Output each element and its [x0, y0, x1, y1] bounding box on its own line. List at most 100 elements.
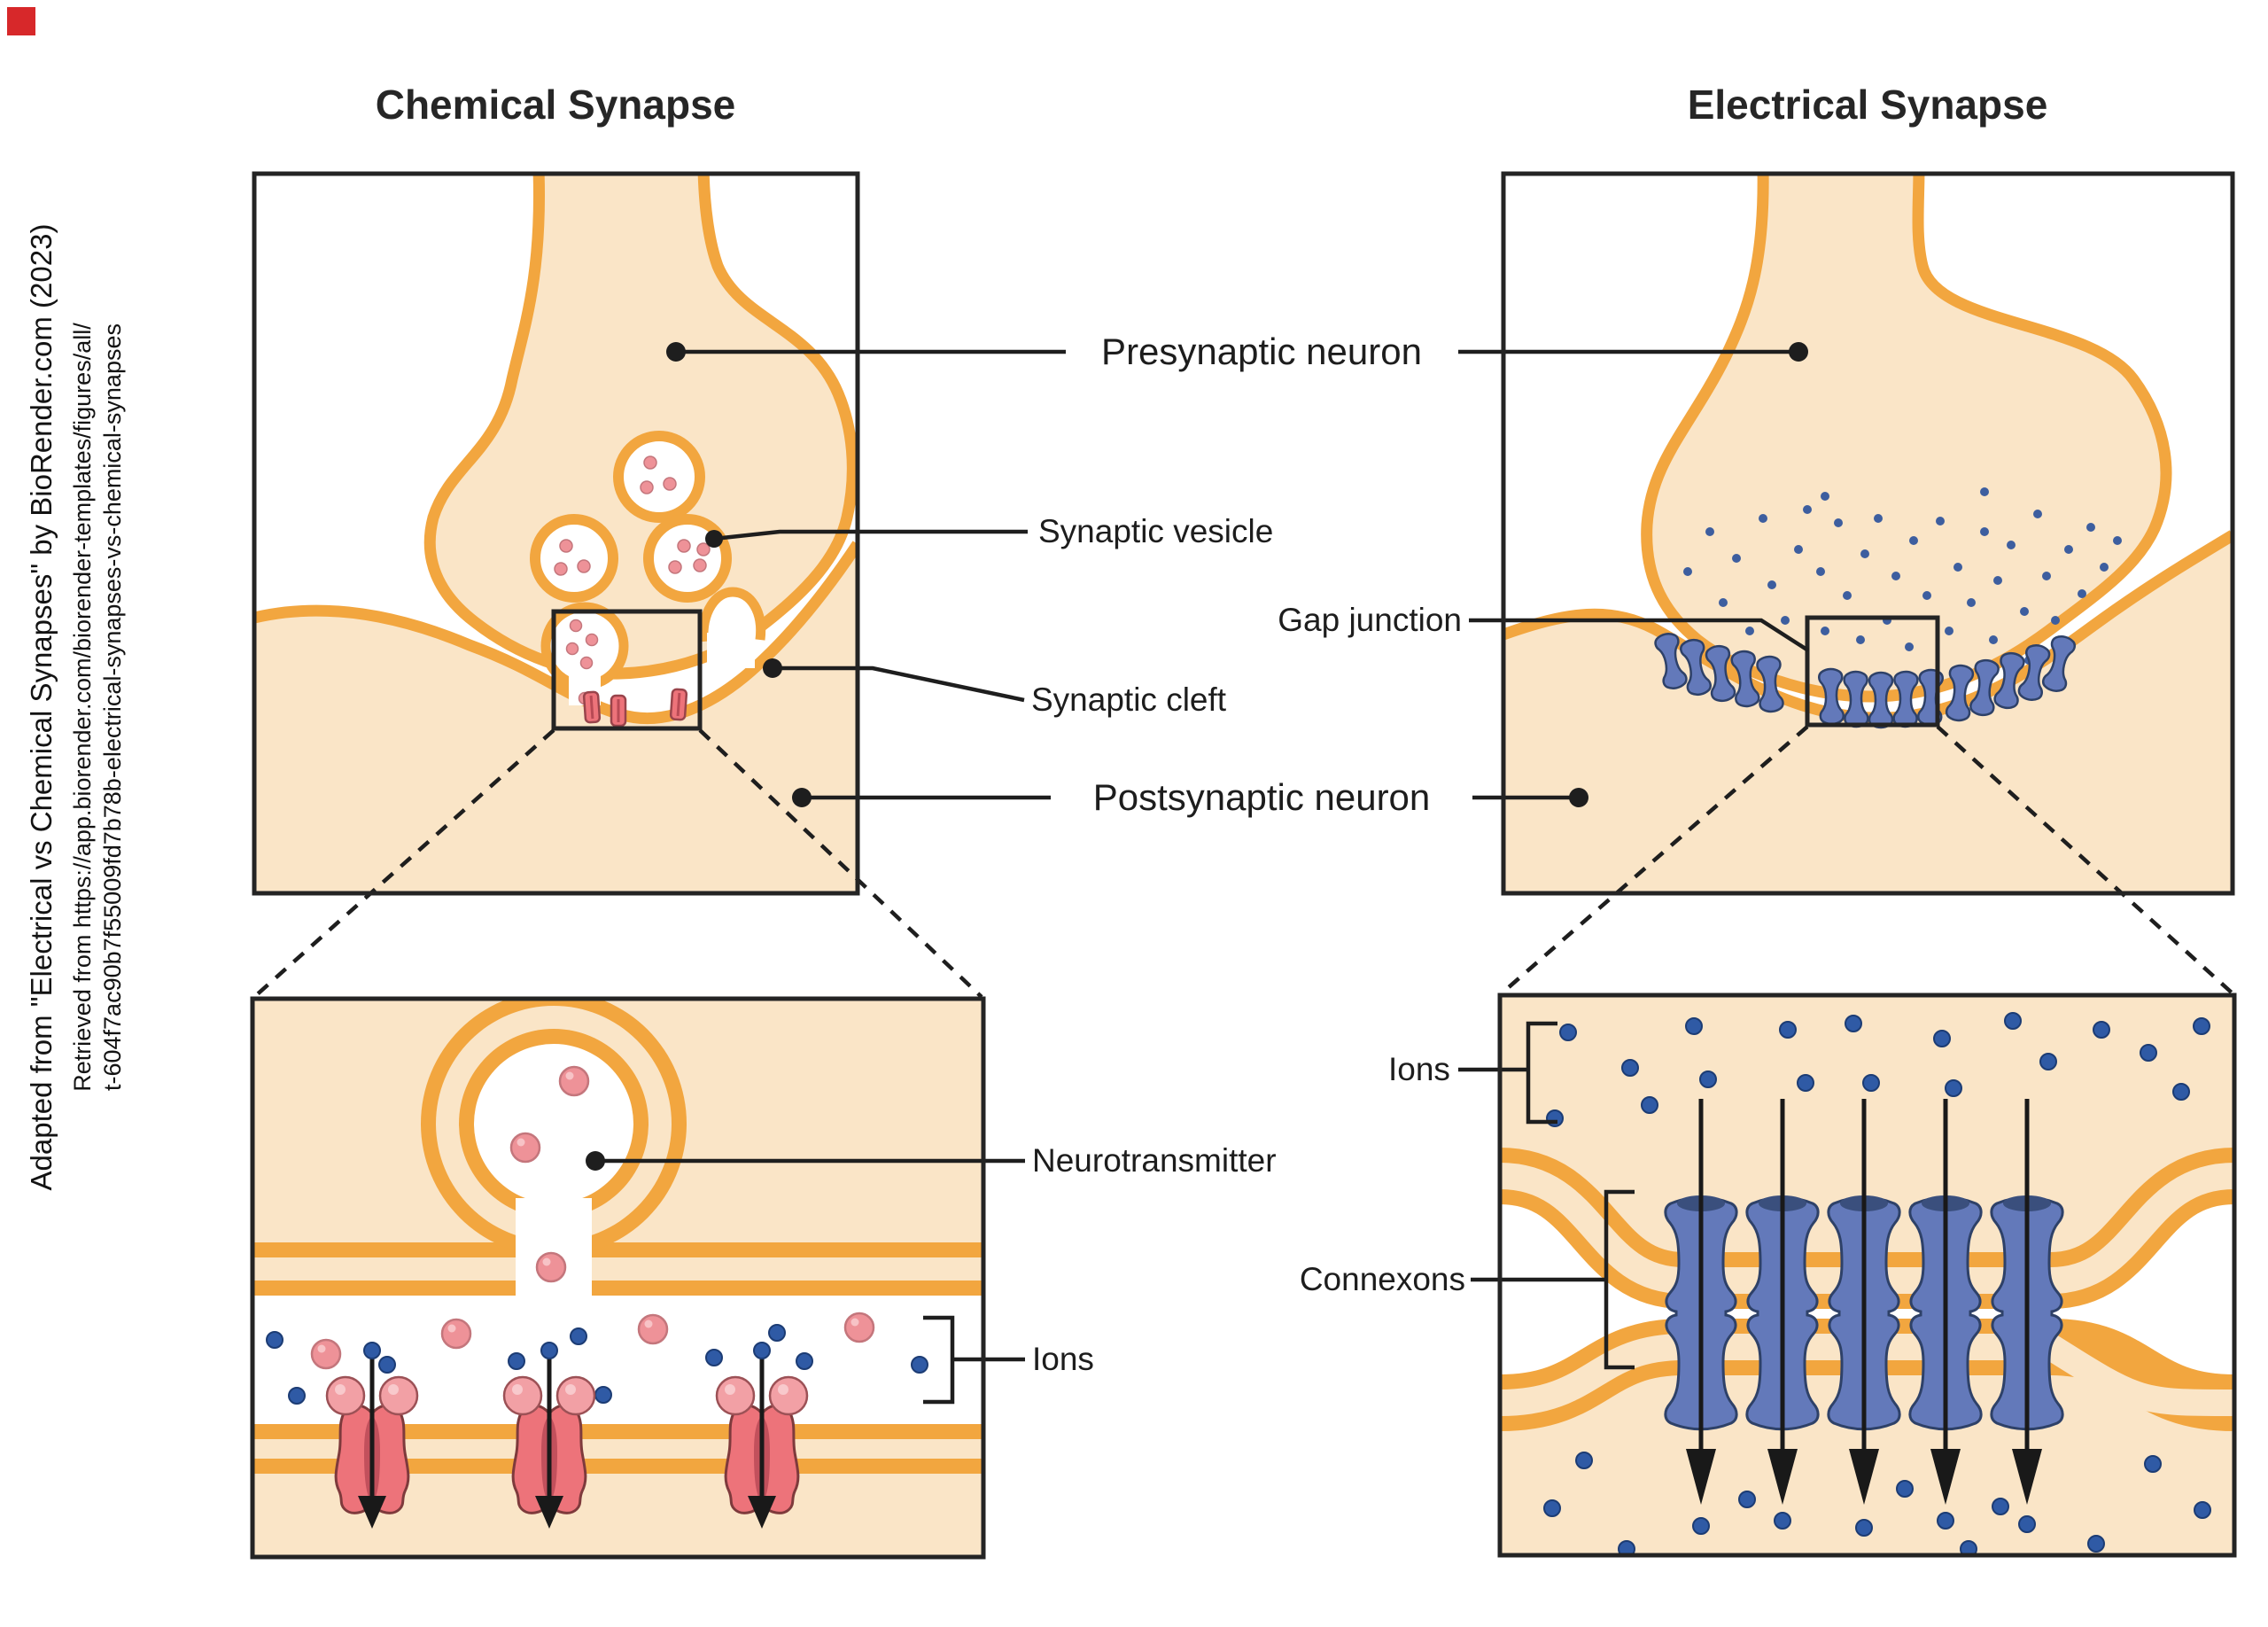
neurotransmitter-dot [668, 560, 682, 574]
ion-dot [378, 1356, 396, 1374]
ion-dot [1692, 1517, 1710, 1535]
ion-speck [1759, 514, 1767, 523]
neurotransmitter-molecule [558, 1065, 590, 1097]
label-connexons: Connexons [1299, 1261, 1465, 1297]
ion-dot [570, 1327, 587, 1345]
ion-dot [2004, 1012, 2022, 1030]
receptor-binding-ball [325, 1375, 366, 1416]
ion-speck [1874, 514, 1883, 523]
ion-speck [1860, 549, 1869, 558]
panel-electrical-overview [1503, 174, 2233, 893]
neurotransmitter-molecule [509, 1132, 541, 1164]
ion-dots-cleft [266, 1324, 928, 1405]
ion-dot [363, 1342, 381, 1359]
neurotransmitter-dot [554, 562, 568, 576]
neurotransmitter-dot [663, 477, 677, 491]
neurotransmitter-molecules [310, 1065, 875, 1370]
ion-flow-arrowhead [748, 1496, 776, 1529]
ion-speck [2078, 589, 2086, 598]
released-neurotransmitter-dots [565, 619, 599, 705]
ion-speck [2033, 510, 2042, 518]
ion-speck [1936, 517, 1945, 525]
synaptic-vesicle [613, 431, 705, 523]
gap-junction-channel [1705, 644, 1736, 703]
neurotransmitter-highlight [542, 1257, 551, 1266]
ball-highlight [725, 1384, 735, 1395]
receptor-stud [669, 688, 688, 721]
ion-dot [1933, 1030, 1951, 1047]
ion-dot [705, 1349, 723, 1366]
neurotransmitter-dot [696, 542, 711, 557]
ball-highlight [512, 1384, 523, 1395]
label-ions-electrical: Ions [1388, 1051, 1450, 1087]
ion-speck [2064, 545, 2073, 554]
neurotransmitter-molecule [310, 1338, 342, 1370]
gap-junction-channel [2041, 635, 2077, 692]
synaptic-vesicle [530, 514, 618, 603]
ion-speck [1945, 627, 1953, 635]
neurotransmitter-highlight [447, 1324, 456, 1333]
ball-highlight [565, 1384, 576, 1395]
ion-dot [1937, 1512, 1954, 1530]
ion-speck [1967, 598, 1976, 607]
ion-speck [2042, 572, 2051, 580]
gap-junction-channel [1654, 633, 1688, 689]
neurotransmitter-dot [559, 539, 573, 553]
ion-speck [1834, 518, 1843, 527]
ion-dot [288, 1387, 306, 1405]
label-gap-junction: Gap junction [1278, 602, 1462, 638]
ball-highlight [778, 1384, 788, 1395]
ions-bracket-electrical [1526, 1021, 1557, 1125]
ion-dot [753, 1342, 771, 1359]
ion-flow-arrowhead [1930, 1449, 1961, 1505]
ion-speck [1767, 580, 1776, 589]
ion-dot [2039, 1053, 2057, 1070]
ion-speck [1953, 563, 1962, 572]
gap-junction-channel [2017, 644, 2051, 701]
label-postsynaptic-neuron: Postsynaptic neuron [1092, 776, 1431, 818]
connexon-channels [1664, 1099, 2064, 1505]
ball-highlight [388, 1384, 399, 1395]
receptor-binding-ball [502, 1375, 543, 1416]
neurotransmitter-highlight [317, 1344, 326, 1353]
ion-dot [2018, 1515, 2036, 1533]
ion-dot [1559, 1024, 1577, 1041]
ion-speck [1705, 527, 1714, 536]
neurotransmitter-dot [677, 539, 691, 553]
ion-speck [1980, 527, 1989, 536]
receptor-stud [610, 694, 627, 728]
ion-speck [2007, 541, 2016, 549]
ion-speck [2100, 563, 2109, 572]
ion-speck [1745, 627, 1754, 635]
ion-dot [2087, 1535, 2105, 1553]
neurotransmitter-highlight [517, 1138, 525, 1147]
ion-speck [2113, 536, 2122, 545]
receptor-binding-ball [768, 1375, 809, 1416]
ion-speck [1856, 635, 1865, 644]
ion-dots-electrical-zoom [1543, 1012, 2211, 1555]
receptor-binding-ball [378, 1375, 419, 1416]
ion-dot [1797, 1074, 1814, 1092]
gap-junction-channel [1680, 638, 1712, 697]
receptor-channel [325, 1342, 419, 1529]
ion-dot [1575, 1452, 1593, 1469]
title-electrical-synapse: Electrical Synapse [1687, 82, 2048, 128]
label-connector-lines [595, 349, 1810, 1164]
red-watermark-square [7, 7, 35, 35]
ion-dot [1543, 1499, 1561, 1517]
gap-junction-channel [1817, 667, 1845, 726]
synaptic-vesicles [530, 431, 732, 603]
ion-flow-arrowhead [1849, 1449, 1879, 1505]
ion-speck [1843, 591, 1852, 600]
gap-junction-channel [1945, 664, 1975, 722]
ligand-gated-receptors [325, 1342, 809, 1529]
ion-speck [1794, 545, 1803, 554]
ion-speck [1816, 567, 1825, 576]
ball-highlight [335, 1384, 346, 1395]
ion-flow-arrowhead [1767, 1449, 1798, 1505]
zoom-region-box-chemical [551, 609, 703, 731]
membrane-inner-cream [252, 1257, 983, 1281]
ion-dot [1960, 1540, 1977, 1555]
panel-electrical-zoom [1500, 995, 2234, 1555]
